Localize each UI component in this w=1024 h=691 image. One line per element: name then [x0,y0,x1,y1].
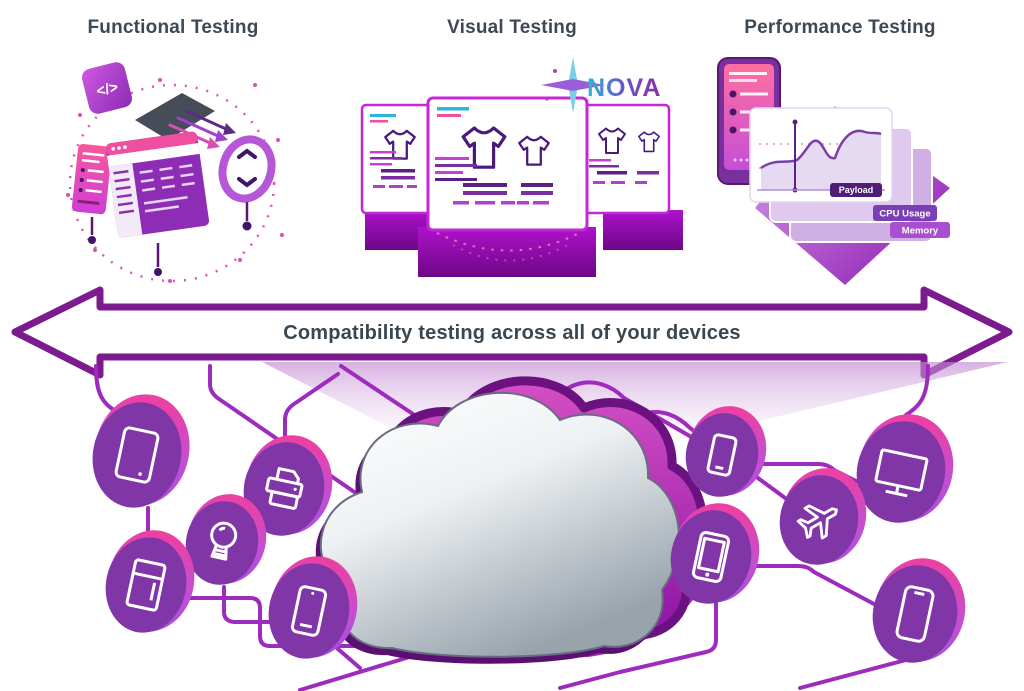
scatter-dots [66,78,284,283]
right-pedestal [603,210,683,250]
circuit-nodes [88,217,162,276]
dotted-arc-pedestal2 [452,242,572,262]
cloud-icon [315,376,708,664]
svg-text:</>: </> [95,79,120,101]
functional-testing-illustration: </> [66,62,284,283]
performance-chart-card: Payload [749,107,893,203]
nova-logo: NOVA [541,57,661,113]
compatibility-banner-text: Compatibility testing across all of your… [283,322,741,344]
refrigerator-icon [105,530,195,633]
functional-testing-title: Functional Testing [87,17,259,38]
right-product-card [581,103,671,215]
dotted-arc-pedestal [436,230,584,252]
svg-text:Payload: Payload [839,185,874,195]
svg-text:Memory: Memory [902,226,939,237]
center-product-card [426,96,589,232]
center-pedestal [418,227,596,277]
performance-testing-title: Performance Testing [744,17,936,38]
cpu-usage-label: CPU Usage [873,205,937,221]
visual-testing-illustration: NOVA [360,57,683,277]
mobile-icon-small [685,406,767,497]
tablet-icon [92,394,190,508]
lightbulb-icon [185,494,267,585]
dotted-orbit-ring [68,83,276,283]
code-icon: </> [81,62,133,114]
monitor-icon [856,414,954,523]
smartphone-icon-left [268,556,358,659]
memory-label: Memory [890,222,950,238]
list-panel-icon [71,144,112,215]
browser-window-icon [105,131,210,238]
performance-testing-illustration: Payload CPU Usage Memory [717,57,950,285]
printer-icon [243,435,333,536]
visual-testing-title: Visual Testing [447,17,577,38]
compatibility-arrow [11,286,1013,379]
prohibited-icon [218,135,276,231]
smartphone-icon-right [670,503,760,604]
svg-text:NOVA: NOVA [587,74,661,102]
mobile-icon-tall [872,558,966,663]
payload-label: Payload [830,183,882,197]
airplane-icon [779,468,867,565]
svg-text:CPU Usage: CPU Usage [879,209,930,220]
